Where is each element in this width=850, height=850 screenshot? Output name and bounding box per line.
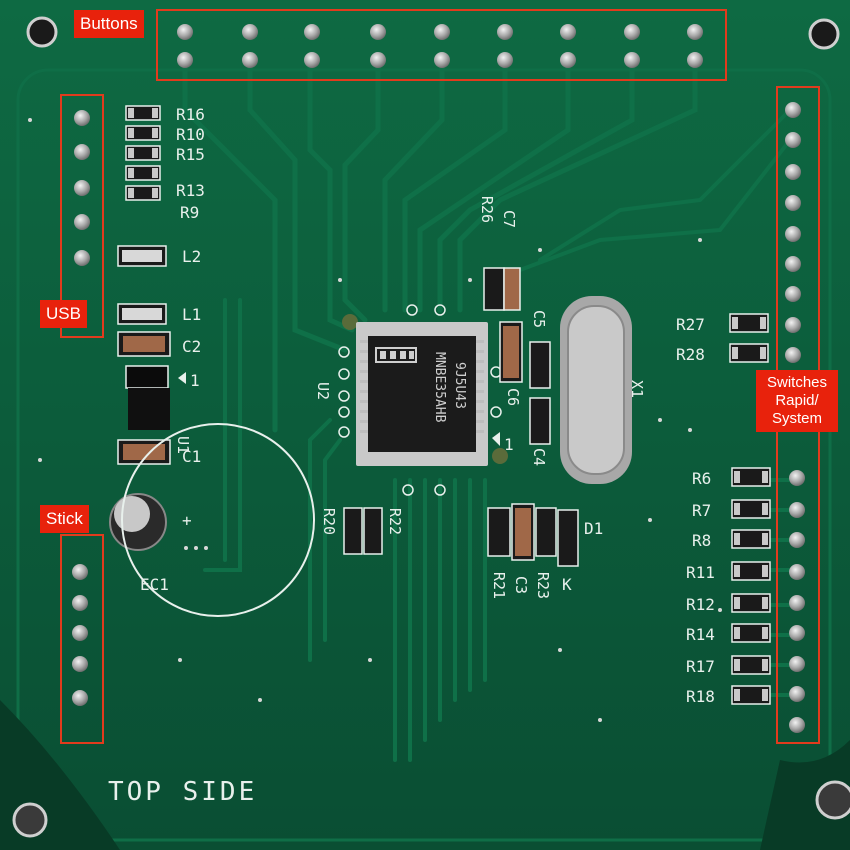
silk-pin1-u2: 1	[504, 435, 514, 454]
inductor-l2-body	[122, 250, 162, 262]
switches-label-line2: Rapid/	[775, 392, 819, 409]
mounting-hole	[808, 18, 840, 50]
capacitor-c2-body	[123, 336, 165, 352]
silk-r10: R10	[176, 125, 205, 144]
silk-r14: R14	[686, 625, 715, 644]
silk-c3: C3	[512, 576, 530, 594]
silk-u1: U1	[174, 436, 192, 454]
board-outline	[16, 68, 832, 842]
chip-marking-2: 9J5U43	[452, 362, 467, 409]
resistor-r20	[343, 507, 363, 555]
microcontroller-u2	[356, 322, 488, 466]
usb-header-pins	[74, 110, 90, 266]
ec1-outline	[121, 423, 315, 617]
diode-d1	[557, 509, 579, 567]
u2-pads	[338, 304, 502, 496]
silk-r15: R15	[176, 145, 205, 164]
regulator-u1-body	[128, 388, 170, 430]
capacitor-c3-body	[515, 508, 531, 556]
traces-lower	[203, 298, 487, 762]
silk-r8: R8	[692, 531, 711, 550]
silk-top-side: TOP SIDE	[108, 777, 257, 807]
silk-c5: C5	[530, 310, 548, 328]
button-header-pins	[177, 24, 703, 68]
resistor-r22	[363, 507, 383, 555]
capacitor-c7	[503, 267, 521, 311]
silk-plus: +	[182, 511, 192, 530]
buttons-label: Buttons	[74, 10, 144, 39]
silk-c4: C4	[530, 448, 548, 466]
silk-r28: R28	[676, 345, 705, 364]
silk-k: K	[562, 575, 572, 594]
silk-c1: C1	[182, 447, 201, 466]
mounting-hole	[26, 16, 58, 48]
silk-l1: L1	[182, 305, 201, 324]
buttons-region-box	[156, 9, 727, 81]
switches-label-line1: Switches	[766, 374, 828, 391]
capacitor-c5	[529, 341, 551, 389]
silk-pin1-u1: 1	[190, 371, 200, 390]
silk-c6: C6	[504, 388, 522, 406]
traces-buttons	[182, 57, 698, 433]
pin1-marker-u2	[492, 432, 500, 446]
usb-region-box	[60, 94, 104, 338]
silk-l2: L2	[182, 247, 201, 266]
mounting-hole	[815, 780, 850, 820]
usb-label: USB	[40, 300, 87, 329]
silk-r23: R23	[534, 572, 552, 599]
regulator-u1	[125, 365, 169, 389]
silk-r16: R16	[176, 105, 205, 124]
silk-r12: R12	[686, 595, 715, 614]
left-resistor-stack	[125, 105, 161, 201]
silk-r11: R11	[686, 563, 715, 582]
silk-c7: C7	[500, 210, 518, 228]
resistor-r27	[729, 313, 769, 333]
silk-r20: R20	[320, 508, 338, 535]
silkscreen-rotated: U1 U2 R20 R22 R26 C7 C5 C6 C4 X1 R21 C3 …	[174, 196, 646, 599]
silk-r17: R17	[686, 657, 715, 676]
resistor-r21	[487, 507, 511, 557]
ec1-top	[114, 496, 150, 532]
capacitor-c6-body	[503, 326, 519, 378]
via-large	[492, 448, 508, 464]
silk-r26: R26	[478, 196, 496, 223]
silk-r9: R9	[180, 203, 199, 222]
switch-header-pins	[785, 102, 805, 733]
via-large	[342, 314, 358, 330]
pin1-marker-u1	[178, 372, 186, 384]
chip-marking-1: MNBE35AHB	[432, 352, 447, 423]
stick-label: Stick	[40, 505, 89, 534]
right-resistor-column	[731, 467, 771, 705]
shadow-bottom-right	[760, 740, 850, 850]
resistor-r28	[729, 343, 769, 363]
stick-region-box	[60, 534, 104, 744]
inductor-l1-body	[122, 308, 162, 320]
silk-c2: C2	[182, 337, 201, 356]
silk-r13: R13	[176, 181, 205, 200]
silk-r18: R18	[686, 687, 715, 706]
switches-label-line3: System	[771, 410, 822, 427]
silk-r27: R27	[676, 315, 705, 334]
silk-r22: R22	[386, 508, 404, 535]
crystal-x1	[560, 296, 632, 484]
resistor-r23	[535, 507, 557, 557]
silk-u2: U2	[314, 382, 332, 400]
silk-r7: R7	[692, 501, 711, 520]
silk-x1: X1	[628, 380, 646, 398]
silk-r6: R6	[692, 469, 711, 488]
right-resistor-caps	[732, 317, 768, 701]
switches-label: Switches Rapid/ System	[756, 370, 838, 432]
silk-d1: D1	[584, 519, 603, 538]
capacitor-c4	[529, 397, 551, 445]
silk-r21: R21	[490, 572, 508, 599]
resistor-r26	[483, 267, 505, 311]
stick-header-pins	[72, 564, 88, 706]
silkscreen-text: R16 R10 R15 R13 R9 L2 L1 C2 1 C1 EC1 + R…	[108, 105, 715, 807]
silk-ec1: EC1	[140, 575, 169, 594]
mounting-hole	[12, 802, 48, 838]
